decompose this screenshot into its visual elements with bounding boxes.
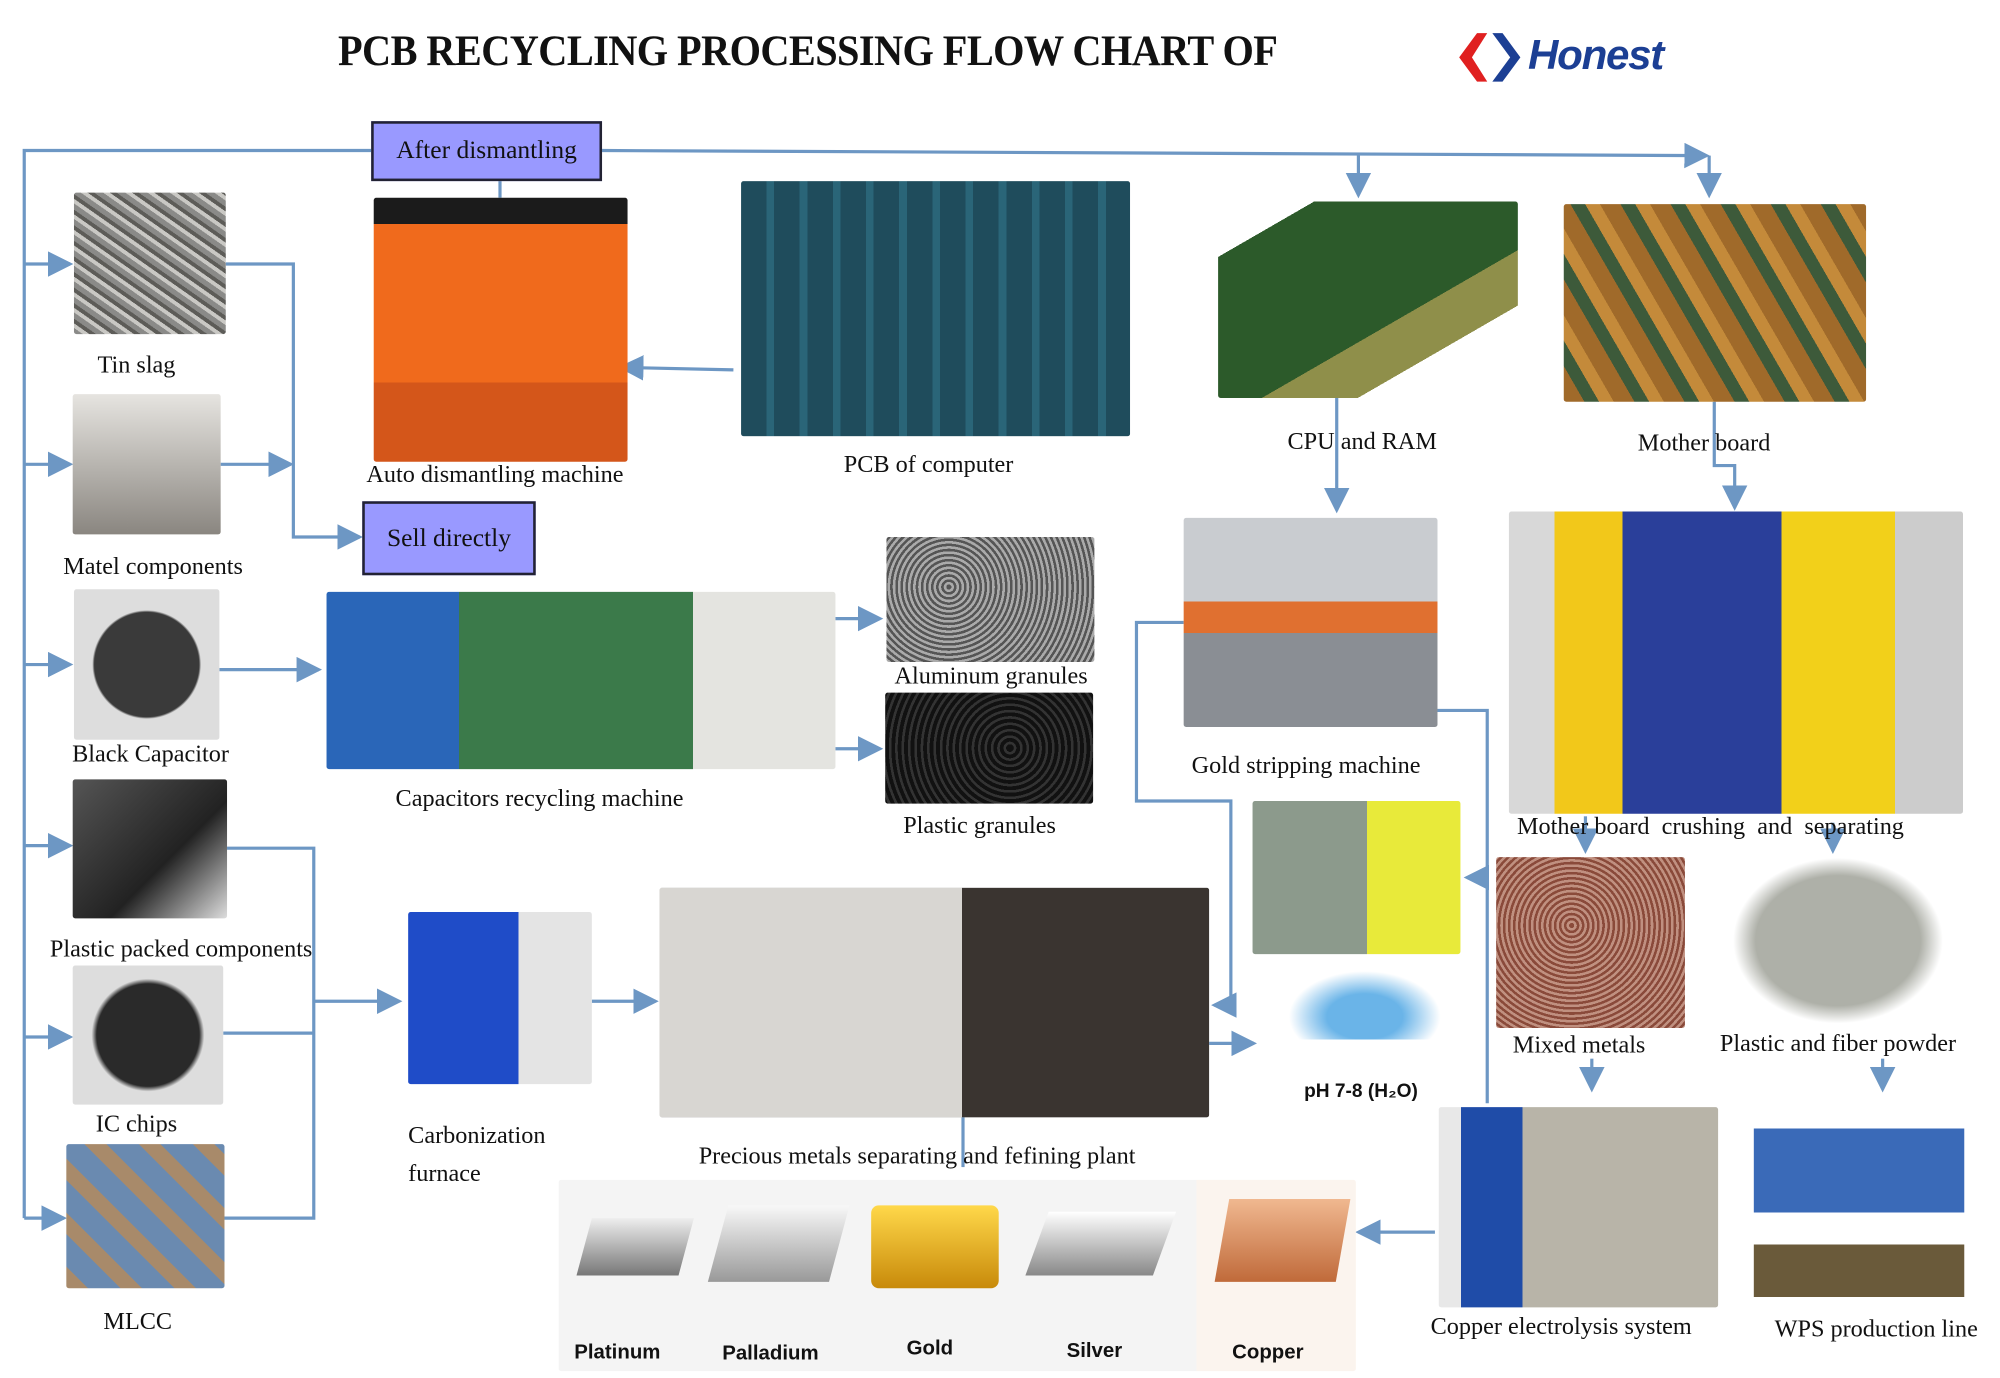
fiber-powder-label: Plastic and fiber powder [1719,1030,1957,1058]
auto-dismantling-machine-image [373,197,628,462]
aluminum-granules-label: Aluminum granules [894,663,1088,691]
carbonization-label: Carbonization furnace [408,1122,546,1188]
black-capacitor-image [73,589,220,740]
mother-board-label: Mother board [1637,429,1771,457]
plastic-granules-image [885,692,1094,804]
auto-dismantling-label: Auto dismantling machine [366,461,624,489]
ph-label: pH 7-8 (H₂O) [1304,1080,1418,1103]
tin-slag-label: Tin slag [97,352,176,379]
logo-mark-icon [1459,33,1521,82]
precious-plant-label: Precious metals separating and fefining … [698,1142,1136,1170]
aluminum-granules-image [886,536,1095,662]
ic-chips-image [72,965,224,1105]
gold-stripping-label: Gold stripping machine [1191,752,1421,780]
pcb-label: PCB of computer [843,451,1014,479]
plastic-packed-components-image [72,779,228,919]
matel-components-image [72,394,221,535]
matel-components-label: Matel components [63,553,243,581]
water-treatment-image [1252,801,1461,955]
palladium-bar-icon [707,1205,850,1282]
crushing-label: Mother board crushing and separating [1516,813,1904,841]
capacitors-machine-label: Capacitors recycling machine [395,785,684,813]
tin-slag-image [73,192,226,335]
carbonization-furnace-image [408,911,592,1085]
mixed-metals-image [1496,857,1685,1029]
platinum-bar-icon [576,1218,694,1276]
pcb-image [741,181,1131,437]
metal-label-palladium: Palladium [722,1343,819,1365]
mother-board-image [1563,204,1867,402]
gold-stripping-machine-image [1183,517,1438,728]
gold-bar-icon [871,1205,999,1289]
ic-chips-label: IC chips [95,1110,178,1138]
copper-electrolysis-label: Copper electrolysis system [1430,1313,1692,1341]
wps-production-line-image [1753,1096,1965,1308]
water-splash-image [1275,963,1455,1040]
wps-label: WPS production line [1774,1316,1978,1344]
mlcc-label: MLCC [103,1308,173,1336]
sell-directly-box: Sell directly [362,501,536,576]
metal-label-gold: Gold [906,1337,954,1360]
silver-bar-icon [1025,1211,1177,1276]
mixed-metals-label: Mixed metals [1512,1031,1646,1059]
black-capacitor-label: Black Capacitor [72,741,229,768]
plastic-fiber-powder-image [1732,857,1944,1025]
metal-bars-image [558,1179,1356,1372]
honest-logo: Honest [1454,31,1728,85]
capacitors-recycling-machine-image [326,591,836,770]
metal-label-copper: Copper [1232,1341,1304,1364]
plastic-packed-label: Plastic packed components [49,936,313,964]
after-dismantling-box: After dismantling [371,121,603,182]
copper-electrolysis-image [1438,1107,1719,1308]
precious-metals-plant-image [659,887,1210,1118]
plastic-granules-label: Plastic granules [903,812,1056,840]
mlcc-image [66,1144,225,1289]
metal-label-silver: Silver [1066,1340,1123,1363]
cpu-ram-label: CPU and RAM [1287,428,1437,456]
metal-label-platinum: Platinum [574,1341,661,1364]
cpu-ram-image [1218,201,1518,398]
mother-board-crushing-image [1508,511,1963,814]
copper-bar-icon [1214,1198,1351,1282]
page-title: PCB RECYCLING PROCESSING FLOW CHART OF [338,28,1278,76]
